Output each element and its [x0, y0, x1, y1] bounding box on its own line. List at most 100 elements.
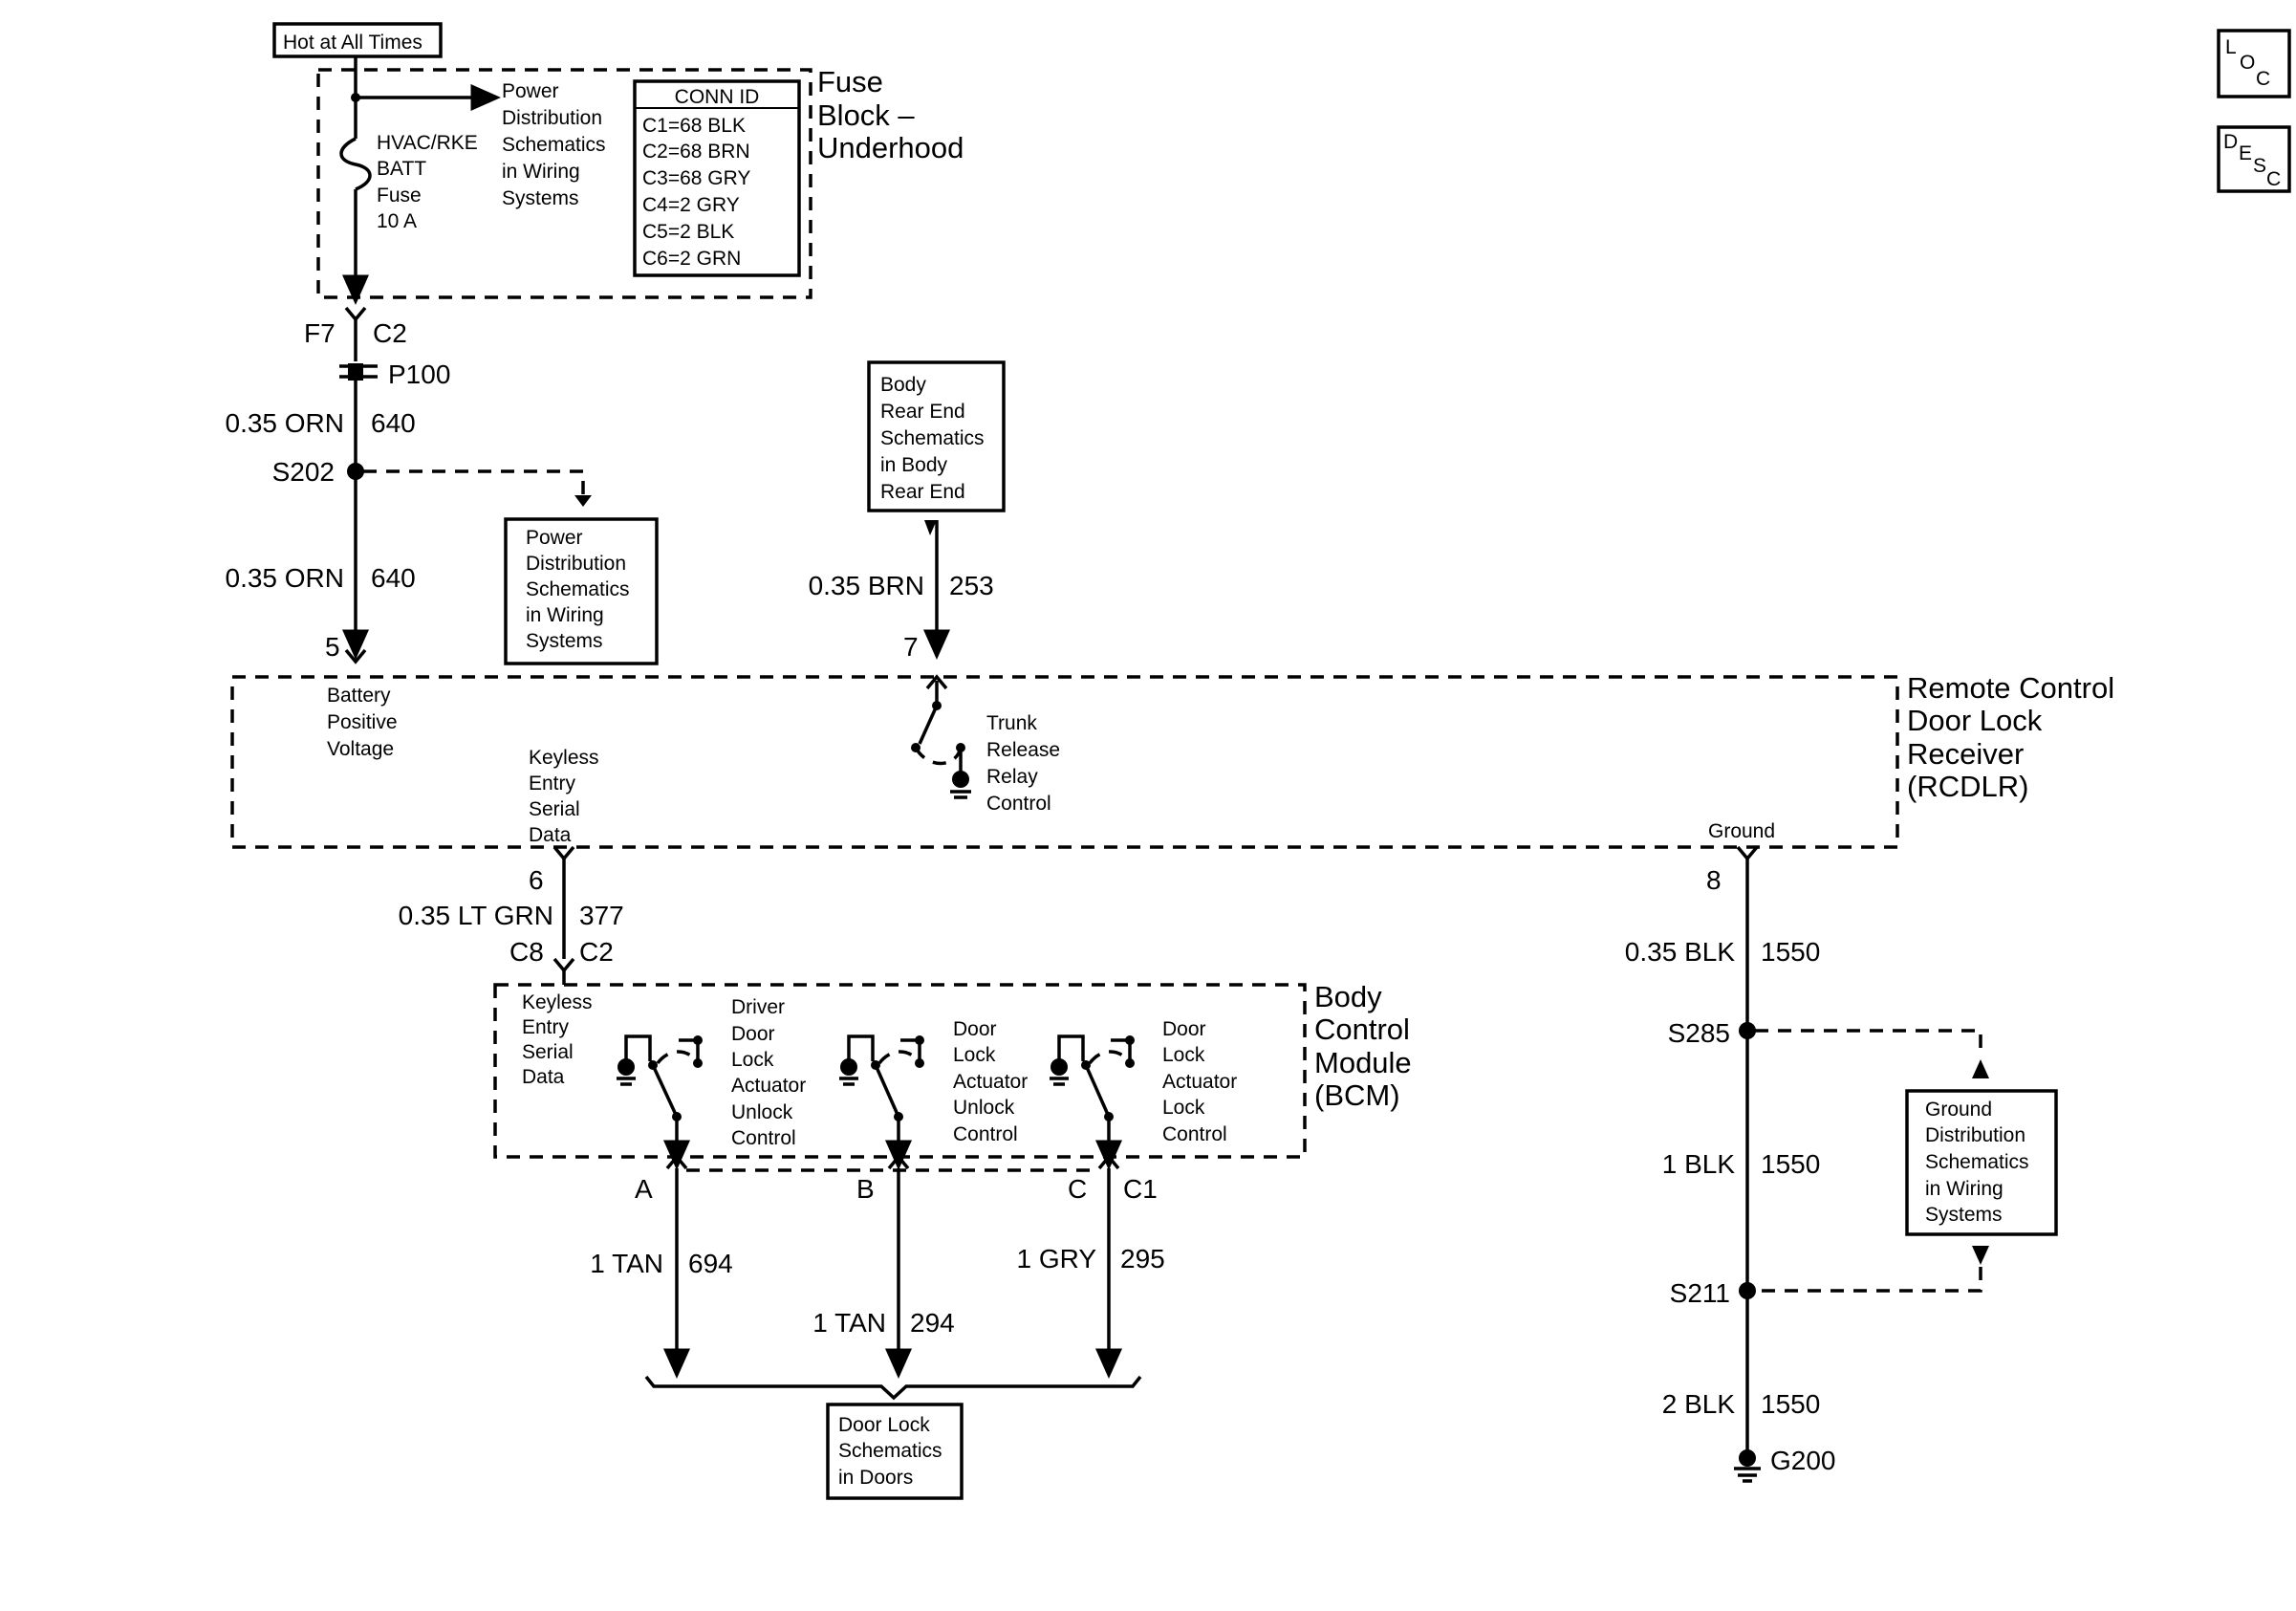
- svg-text:C4=2 GRY: C4=2 GRY: [642, 194, 740, 216]
- connector-c8-label: C8: [509, 937, 544, 967]
- ground-distribution-ref-box[interactable]: Ground Distribution Schematics in Wiring…: [1905, 1089, 2058, 1236]
- splice-s202: [347, 463, 364, 480]
- svg-text:in Wiring: in Wiring: [526, 604, 604, 626]
- fuse-label: HVAC/RKE BATT Fuse 10 A: [377, 132, 478, 232]
- svg-text:Fuse: Fuse: [377, 185, 422, 207]
- svg-text:Battery: Battery: [327, 685, 391, 707]
- power-distribution-ref-text: Power Distribution Schematics in Wiring …: [502, 80, 606, 209]
- wire-640b-circuit: 640: [371, 563, 416, 593]
- pin-5-label: 5: [325, 632, 340, 662]
- svg-text:Serial: Serial: [529, 798, 580, 820]
- connector-c-label: C: [1068, 1174, 1087, 1204]
- rcdlr-module: Remote Control Door Lock Receiver (RCDLR…: [230, 671, 2114, 849]
- svg-text:Rear End: Rear End: [880, 481, 965, 503]
- ground-g200-symbol: [1734, 1449, 1761, 1483]
- svg-text:C: C: [2256, 68, 2270, 90]
- svg-text:Keyless: Keyless: [522, 991, 593, 1013]
- s285-label: S285: [1668, 1018, 1730, 1048]
- wire-253-circuit: 253: [949, 571, 994, 600]
- svg-text:Underhood: Underhood: [817, 131, 964, 164]
- connector-c2-bcm-label: C2: [579, 937, 614, 967]
- fuse-symbol: [339, 137, 372, 191]
- svg-text:Actuator: Actuator: [953, 1071, 1028, 1093]
- svg-text:Control: Control: [1314, 1012, 1410, 1046]
- wire-1550c-size: 2 BLK: [1662, 1389, 1736, 1419]
- svg-text:Driver: Driver: [731, 996, 785, 1018]
- svg-text:Schematics: Schematics: [526, 578, 630, 600]
- connector-c2-label: C2: [373, 318, 407, 348]
- svg-text:Door Lock: Door Lock: [838, 1414, 930, 1436]
- svg-text:Actuator: Actuator: [1162, 1071, 1237, 1093]
- svg-text:Body: Body: [880, 374, 926, 396]
- svg-text:Hot at All Times: Hot at All Times: [283, 32, 422, 54]
- svg-text:Serial: Serial: [522, 1041, 574, 1063]
- svg-text:Lock: Lock: [1162, 1097, 1205, 1119]
- svg-text:Body: Body: [1314, 980, 1382, 1013]
- svg-text:HVAC/RKE: HVAC/RKE: [377, 132, 478, 154]
- wire-294-size: 1 TAN: [812, 1308, 886, 1338]
- svg-text:10 A: 10 A: [377, 210, 417, 232]
- svg-text:Door: Door: [953, 1018, 997, 1040]
- svg-text:C2=68 BRN: C2=68 BRN: [642, 141, 750, 163]
- s202-label: S202: [272, 457, 335, 487]
- rcdlr-keyless-label: Keyless Entry Serial Data: [529, 747, 599, 846]
- svg-text:Distribution: Distribution: [1925, 1124, 2025, 1146]
- svg-text:Door Lock: Door Lock: [1907, 704, 2043, 737]
- svg-text:Release: Release: [986, 739, 1060, 761]
- svg-text:(BCM): (BCM): [1314, 1078, 1400, 1112]
- svg-text:Schematics: Schematics: [502, 134, 606, 156]
- desc-button[interactable]: D E S C: [2217, 125, 2291, 193]
- body-rear-end-ref-box[interactable]: Body Rear End Schematics in Body Rear En…: [867, 360, 1006, 512]
- svg-text:Relay: Relay: [986, 766, 1038, 788]
- svg-text:Rear End: Rear End: [880, 401, 965, 423]
- svg-text:Lock: Lock: [731, 1049, 774, 1071]
- svg-text:Positive: Positive: [327, 711, 398, 733]
- svg-text:Trunk: Trunk: [986, 712, 1037, 734]
- door-lock-brace: [644, 1375, 1142, 1401]
- fuse-block-underhood: Fuse Block – Underhood: [316, 65, 964, 299]
- wire-1550a-size: 0.35 BLK: [1625, 937, 1736, 967]
- svg-text:Door: Door: [1162, 1018, 1206, 1040]
- svg-text:Data: Data: [522, 1066, 565, 1088]
- wire-295-size: 1 GRY: [1016, 1244, 1096, 1274]
- svg-text:Systems: Systems: [526, 630, 603, 652]
- connector-b-label: B: [856, 1174, 875, 1204]
- pin-7-label: 7: [903, 632, 919, 662]
- bcm-door-lock-label: Door Lock Actuator Lock Control: [1162, 1018, 1237, 1145]
- wire-1550b-size: 1 BLK: [1662, 1149, 1736, 1179]
- bcm-keyless-label: Keyless Entry Serial Data: [522, 991, 593, 1088]
- svg-text:CONN ID: CONN ID: [675, 86, 760, 108]
- connector-a-label: A: [635, 1174, 653, 1204]
- svg-text:Lock: Lock: [1162, 1044, 1205, 1066]
- svg-text:Control: Control: [953, 1123, 1018, 1145]
- svg-text:Systems: Systems: [502, 187, 579, 209]
- svg-text:Systems: Systems: [1925, 1204, 2003, 1226]
- svg-text:Unlock: Unlock: [731, 1101, 793, 1123]
- svg-text:Ground: Ground: [1925, 1099, 1992, 1121]
- svg-text:Actuator: Actuator: [731, 1075, 806, 1097]
- connector-f7-c2: [344, 306, 367, 322]
- svg-text:C6=2 GRN: C6=2 GRN: [642, 248, 741, 270]
- pin-6-label: 6: [529, 865, 544, 895]
- svg-text:Lock: Lock: [953, 1044, 996, 1066]
- wire-640a-circuit: 640: [371, 408, 416, 438]
- door-lock-ref-box[interactable]: Door Lock Schematics in Doors: [826, 1403, 964, 1500]
- loc-button[interactable]: L O C: [2217, 29, 2291, 98]
- svg-text:in Doors: in Doors: [838, 1467, 913, 1489]
- p100-label: P100: [388, 359, 450, 389]
- power-distribution-ref-box[interactable]: Power Distribution Schematics in Wiring …: [504, 517, 659, 665]
- wire-377-circuit: 377: [579, 901, 624, 930]
- rcdlr-trunk-label: Trunk Release Relay Control: [986, 712, 1060, 815]
- g200-label: G200: [1770, 1446, 1836, 1475]
- svg-text:in Wiring: in Wiring: [1925, 1178, 2004, 1200]
- svg-text:in Body: in Body: [880, 454, 948, 476]
- s211-label: S211: [1670, 1278, 1730, 1308]
- svg-text:E: E: [2239, 142, 2252, 164]
- svg-text:Entry: Entry: [522, 1016, 570, 1038]
- connector-c1-label: C1: [1123, 1174, 1158, 1204]
- splice-s211: [1739, 1282, 1756, 1299]
- svg-text:Door: Door: [731, 1023, 775, 1045]
- wire-640b-size: 0.35 ORN: [226, 563, 345, 593]
- svg-text:Block –: Block –: [817, 98, 915, 132]
- svg-text:Keyless: Keyless: [529, 747, 599, 769]
